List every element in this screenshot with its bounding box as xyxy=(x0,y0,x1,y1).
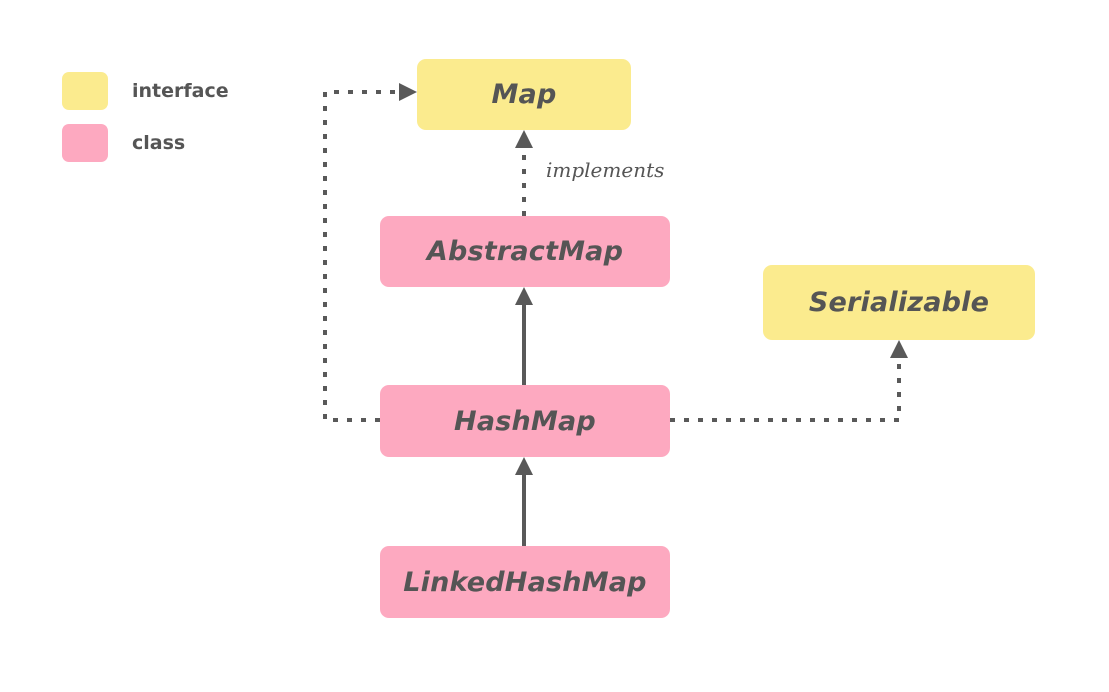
node-hashmap-label: HashMap xyxy=(454,405,596,437)
edge-linkedhashmap-extends-hashmap xyxy=(515,457,533,546)
node-abstractmap-label: AbstractMap xyxy=(426,236,624,267)
legend-swatch-class xyxy=(62,124,108,162)
edge-hashmap-implements-serializable xyxy=(670,340,908,422)
edge-abstractmap-implements-map xyxy=(515,130,533,216)
legend-label-class: class xyxy=(132,132,186,154)
node-linkedhashmap[interactable]: LinkedHashMap xyxy=(380,546,670,618)
node-linkedhashmap-label: LinkedHashMap xyxy=(403,566,647,598)
node-map[interactable]: Map xyxy=(417,59,631,130)
legend-label-interface: interface xyxy=(132,80,229,102)
edge-label-implements: implements xyxy=(546,158,665,182)
legend-item-interface: interface xyxy=(62,72,229,110)
node-hashmap[interactable]: HashMap xyxy=(380,385,670,457)
legend-swatch-interface xyxy=(62,72,108,110)
edge-hashmap-extends-abstractmap xyxy=(515,287,533,385)
node-serializable-label: Serializable xyxy=(808,287,990,318)
node-map-label: Map xyxy=(491,79,557,110)
node-abstractmap[interactable]: AbstractMap xyxy=(380,216,670,287)
legend-item-class: class xyxy=(62,124,185,162)
node-serializable[interactable]: Serializable xyxy=(763,265,1035,340)
